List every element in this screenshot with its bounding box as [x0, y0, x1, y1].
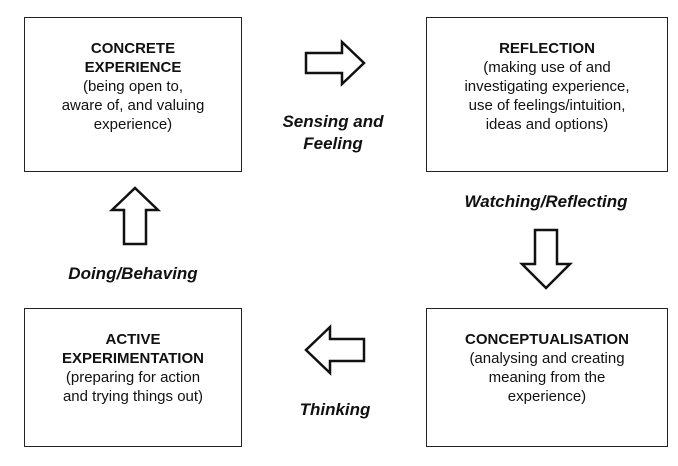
- concrete-experience-desc-line-1: (being open to,: [82, 78, 184, 95]
- conceptualisation-desc-line-3: experience): [507, 388, 587, 405]
- arrow-up-icon: [108, 186, 162, 246]
- active-experimentation-desc-line-2: and trying things out): [62, 388, 204, 405]
- active-experimentation-box: ACTIVE EXPERIMENTATION (preparing for ac…: [24, 308, 242, 447]
- concrete-experience-title-line-1: CONCRETE: [90, 40, 176, 57]
- active-experimentation-title-line-1: ACTIVE: [105, 331, 161, 348]
- conceptualisation-title: CONCEPTUALISATION: [465, 331, 629, 348]
- reflection-title: REFLECTION: [499, 40, 595, 57]
- concrete-experience-title-line-2: EXPERIENCE: [84, 59, 182, 76]
- reflection-desc-line-2: investigating experience,: [464, 78, 630, 95]
- active-experimentation-title-line-2: EXPERIMENTATION: [62, 350, 204, 367]
- doing-behaving-label: Doing/Behaving: [68, 264, 198, 283]
- watching-reflecting-label: Watching/Reflecting: [464, 192, 628, 211]
- reflection-box: REFLECTION (making use of and investigat…: [426, 17, 668, 172]
- sensing-feeling-label: Sensing and Feeling: [268, 111, 398, 155]
- conceptualisation-box: CONCEPTUALISATION (analysing and creatin…: [426, 308, 668, 447]
- concrete-experience-box: CONCRETE EXPERIENCE (being open to, awar…: [24, 17, 242, 172]
- active-experimentation-desc-line-1: (preparing for action: [65, 369, 201, 386]
- conceptualisation-desc-line-2: meaning from the: [488, 369, 606, 386]
- arrow-left-icon: [304, 324, 366, 376]
- sensing-feeling-label-line-1: Sensing and: [282, 112, 384, 131]
- sensing-feeling-label-line-2: Feeling: [303, 134, 363, 153]
- conceptualisation-desc-line-1: (analysing and creating: [469, 350, 625, 367]
- reflection-desc-line-1: (making use of and: [483, 59, 611, 76]
- reflection-desc-line-4: ideas and options): [485, 116, 609, 133]
- reflection-desc-line-3: use of feelings/intuition,: [468, 97, 626, 114]
- arrow-down-icon: [518, 228, 574, 290]
- thinking-label: Thinking: [299, 400, 371, 419]
- arrow-right-icon: [304, 39, 366, 87]
- concrete-experience-desc-line-2: aware of, and valuing: [61, 97, 205, 114]
- concrete-experience-desc-line-3: experience): [93, 116, 173, 133]
